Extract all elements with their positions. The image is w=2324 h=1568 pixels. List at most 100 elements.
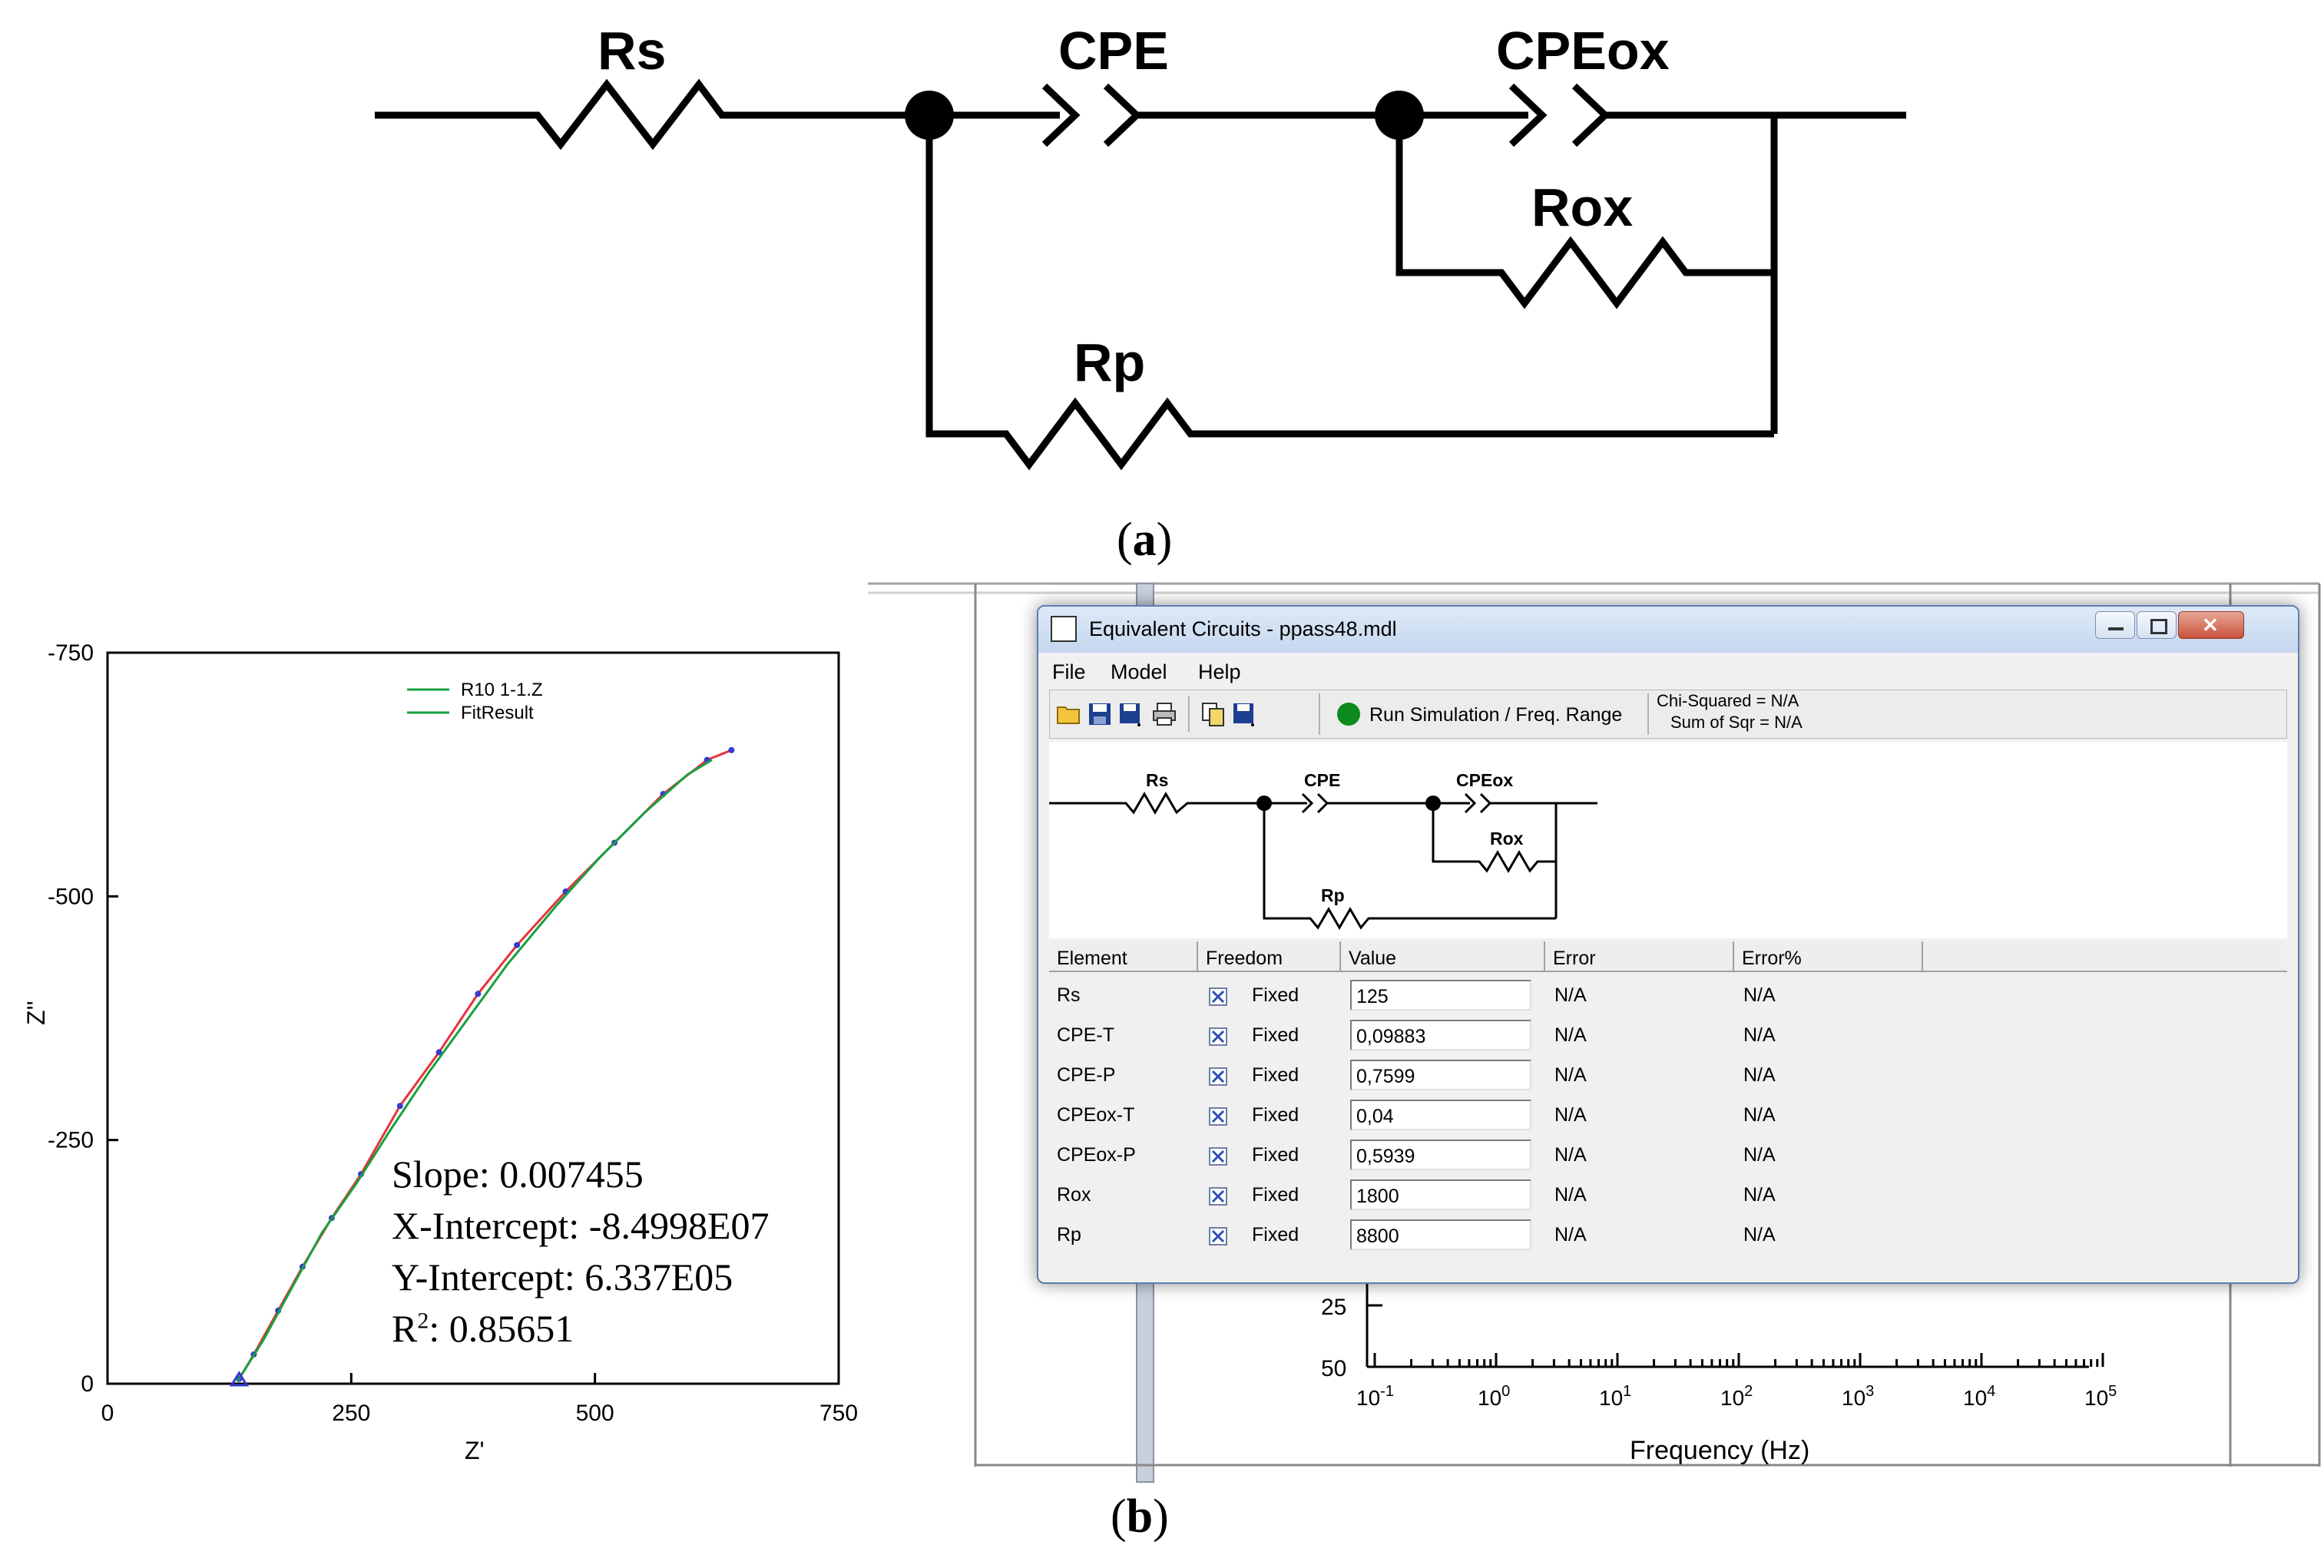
value-field[interactable]: 0,7599 — [1350, 1060, 1531, 1090]
freedom-checkbox[interactable] — [1209, 1187, 1227, 1206]
fit-r-squared: R2: 0.85651 — [392, 1307, 574, 1350]
freedom-cell: Fixed — [1252, 984, 1299, 1006]
run-indicator-icon — [1337, 703, 1360, 726]
bg-x-tick-label: 104 — [1963, 1383, 1995, 1410]
column-header-freedom[interactable]: Freedom — [1198, 941, 1341, 972]
checkbox-x-icon — [1211, 1070, 1225, 1083]
freedom-cell: Fixed — [1252, 1064, 1299, 1086]
node-dot — [905, 91, 954, 140]
toolbar-separator — [1188, 696, 1190, 732]
circuit-cpe-label: CPE — [1304, 770, 1340, 790]
cpeox-label: CPEox — [1496, 21, 1670, 81]
value-field[interactable]: 8800 — [1350, 1219, 1531, 1250]
bg-x-tick-label: 10-1 — [1356, 1383, 1394, 1410]
close-button[interactable]: ✕ — [2178, 611, 2244, 639]
menu-bar: File Model Help — [1038, 654, 2298, 688]
bg-x-tick-label: 102 — [1720, 1383, 1753, 1410]
copy-icon[interactable] — [1200, 701, 1227, 727]
checkbox-x-icon — [1211, 1150, 1225, 1163]
element-cell: Rp — [1057, 1224, 1081, 1245]
save-icon[interactable] — [1087, 701, 1113, 727]
error-cell: N/A — [1554, 984, 1587, 1006]
value-field[interactable]: 0,04 — [1350, 1100, 1531, 1130]
error-cell: N/A — [1554, 1064, 1587, 1086]
window-title: Equivalent Circuits - ppass48.mdl — [1089, 617, 1397, 640]
save-as-icon[interactable] — [1117, 701, 1144, 727]
bg-x-tick-label: 101 — [1599, 1383, 1631, 1410]
freedom-checkbox[interactable] — [1209, 987, 1227, 1006]
rp-label: Rp — [1074, 332, 1145, 392]
fit-x-intercept: X-Intercept: -8.4998E07 — [392, 1204, 770, 1247]
bg-x-tick-label: 103 — [1842, 1383, 1874, 1410]
equivalent-circuit-schematic: Rs CPE CPEox Rox Rp — [375, 21, 1906, 471]
equivalent-circuits-window: Equivalent Circuits - ppass48.mdl ✕ File… — [1037, 605, 2299, 1284]
print-icon[interactable] — [1151, 701, 1177, 727]
freedom-cell: Fixed — [1252, 1104, 1299, 1126]
rs-label: Rs — [598, 21, 666, 81]
error-pct-cell: N/A — [1743, 1104, 1776, 1126]
circuit-cpeox-label: CPEox — [1456, 770, 1513, 790]
value-field[interactable]: 125 — [1350, 980, 1531, 1011]
element-cell: Rs — [1057, 984, 1081, 1006]
rox-label: Rox — [1531, 177, 1633, 237]
bg-x-tick-label: 100 — [1478, 1383, 1510, 1410]
x-tick-label: 250 — [332, 1401, 370, 1426]
legend-item: FitResult — [461, 703, 534, 723]
title-bar: Equivalent Circuits - ppass48.mdl ✕ — [1038, 607, 2298, 653]
freedom-checkbox[interactable] — [1209, 1147, 1227, 1166]
column-header-error-pct[interactable]: Error% — [1734, 941, 1923, 972]
freedom-checkbox[interactable] — [1209, 1107, 1227, 1126]
value-field[interactable]: 0,09883 — [1350, 1020, 1531, 1050]
node-dot — [1256, 796, 1272, 811]
error-cell: N/A — [1554, 1184, 1587, 1206]
maximize-button[interactable] — [2137, 611, 2177, 639]
column-header-error[interactable]: Error — [1545, 941, 1734, 972]
export-icon[interactable] — [1231, 701, 1257, 727]
caption-b: (b) — [1111, 1490, 1169, 1543]
freedom-checkbox[interactable] — [1209, 1067, 1227, 1086]
open-folder-icon[interactable] — [1056, 701, 1082, 727]
circuit-diagram: Rs CPE CPEox Rox Rp — [1049, 770, 1597, 930]
error-pct-cell: N/A — [1743, 1184, 1776, 1206]
value-field[interactable]: 0,5939 — [1350, 1140, 1531, 1170]
menu-help[interactable]: Help — [1198, 660, 1241, 683]
error-cell: N/A — [1554, 1224, 1587, 1245]
table-row: CPE-P Fixed 0,7599 N/A N/A — [1049, 1058, 2286, 1095]
column-header-value[interactable]: Value — [1341, 941, 1545, 972]
element-cell: CPEox-P — [1057, 1144, 1136, 1166]
error-pct-cell: N/A — [1743, 1064, 1776, 1086]
fit-statistics: Chi-Squared = N/A Sum of Sqr = N/A — [1657, 690, 1803, 733]
bg-y-tick: 25 — [1321, 1295, 1346, 1320]
column-header-element[interactable]: Element — [1049, 941, 1198, 972]
data-point — [514, 941, 521, 948]
value-field[interactable]: 1800 — [1350, 1179, 1531, 1210]
circuit-rox-label: Rox — [1490, 829, 1524, 849]
bg-x-tick-label: 105 — [2084, 1383, 2117, 1410]
cpe-label: CPE — [1058, 21, 1169, 81]
checkbox-x-icon — [1211, 1030, 1225, 1044]
checkbox-x-icon — [1211, 1229, 1225, 1243]
y-tick-label: -750 — [48, 640, 94, 666]
freedom-checkbox[interactable] — [1209, 1027, 1227, 1046]
menu-model[interactable]: Model — [1111, 660, 1167, 683]
node-dot — [1375, 91, 1424, 140]
x-axis-label: Z' — [465, 1437, 485, 1464]
x-tick-label: 0 — [101, 1401, 114, 1426]
toolbar-separator — [1647, 693, 1649, 735]
legend-item: R10 1-1.Z — [461, 680, 543, 700]
element-cell: CPE-P — [1057, 1064, 1116, 1086]
error-pct-cell: N/A — [1743, 984, 1776, 1006]
checkbox-x-icon — [1211, 990, 1225, 1004]
minimize-button[interactable] — [2095, 611, 2135, 639]
error-pct-cell: N/A — [1743, 1224, 1776, 1245]
error-pct-cell: N/A — [1743, 1144, 1776, 1166]
bg-x-axis-label: Frequency (Hz) — [1630, 1436, 1809, 1465]
menu-file[interactable]: File — [1052, 660, 1086, 683]
y-tick-label: -250 — [48, 1128, 94, 1153]
freedom-checkbox[interactable] — [1209, 1227, 1227, 1245]
